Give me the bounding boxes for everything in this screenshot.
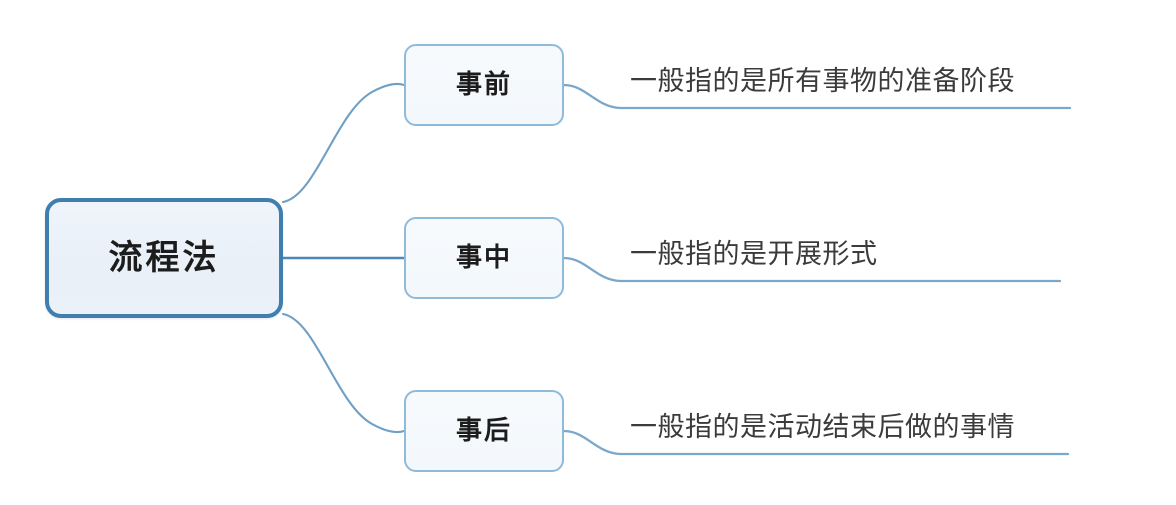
branch-leaf-1[interactable]: 一般指的是开展形式 [630, 241, 878, 268]
branch-node-label: 事后 [455, 416, 512, 446]
branch-leaf-0[interactable]: 一般指的是所有事物的准备阶段 [630, 68, 1015, 95]
branch-leaf-2[interactable]: 一般指的是活动结束后做的事情 [630, 414, 1015, 441]
edge-root-to-child-0 [281, 82, 406, 204]
branch-node-label: 事中 [455, 243, 512, 273]
edge-root-to-child-2 [281, 312, 406, 434]
branch-leaf-label: 一般指的是开展形式 [630, 239, 878, 270]
branch-leaf-label: 一般指的是活动结束后做的事情 [630, 412, 1015, 443]
root-node-label: 流程法 [108, 238, 220, 278]
branch-node-0[interactable]: 事前 [404, 44, 564, 126]
branch-node-label: 事前 [455, 70, 512, 100]
branch-node-1[interactable]: 事中 [404, 217, 564, 299]
branch-leaf-label: 一般指的是所有事物的准备阶段 [630, 66, 1015, 97]
root-node[interactable]: 流程法 [45, 198, 283, 318]
branch-node-2[interactable]: 事后 [404, 390, 564, 472]
